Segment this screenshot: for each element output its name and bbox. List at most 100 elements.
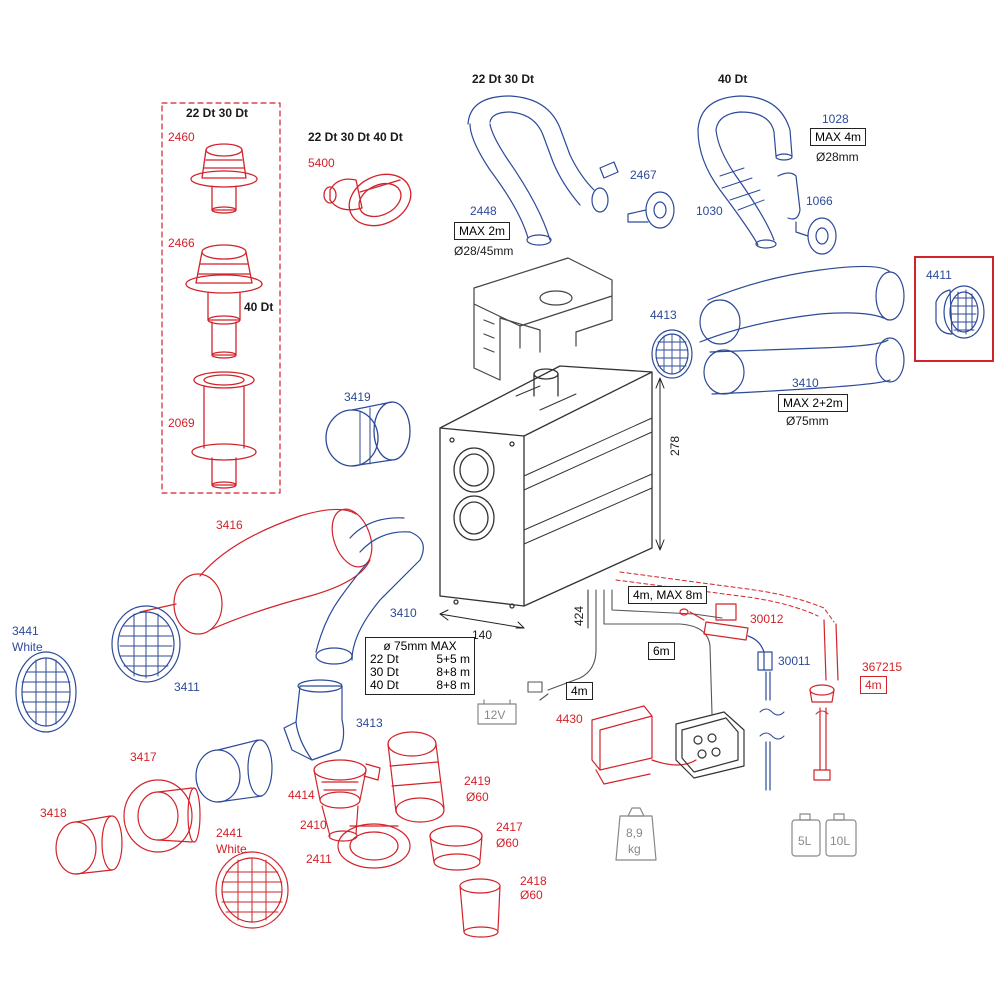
label-tank-5l: 5L	[798, 834, 812, 848]
intake-grille-2441	[215, 851, 289, 929]
part-3441: 3441	[12, 624, 39, 638]
wall-flange-2411	[337, 823, 411, 869]
part-3410-left: 3410	[390, 606, 417, 620]
dim-width-140: 140	[472, 628, 493, 642]
roof-terminal-2466	[185, 244, 263, 359]
heater-body	[439, 365, 653, 609]
part-367215: 367215	[862, 660, 903, 674]
part-4414: 4414	[288, 788, 315, 802]
part-5400: 5400	[308, 156, 335, 170]
warm-air-hose-2448	[467, 95, 609, 246]
part-3418: 3418	[40, 806, 67, 820]
connector-3419	[325, 401, 411, 467]
part-2417: 2417	[496, 820, 523, 834]
part-3441-white: White	[12, 640, 43, 654]
reducer-4414	[313, 759, 381, 809]
pipe-2417	[429, 825, 483, 871]
part-3410-top: 3410	[792, 376, 819, 390]
air-outlet-2467	[599, 161, 675, 229]
part-2410: 2410	[300, 818, 327, 832]
label-40-dt-stack: 40 Dt	[244, 300, 274, 314]
part-2441-white: White	[216, 842, 247, 856]
connector-blue	[195, 739, 273, 803]
label-22-30-dt-stack: 22 Dt 30 Dt	[186, 106, 249, 120]
pipe-2419	[387, 731, 445, 823]
part-30011: 30011	[778, 654, 811, 668]
fuel-pump-30012	[679, 603, 749, 641]
dim-depth-424: 424	[572, 605, 586, 626]
dimension-lines	[439, 377, 665, 629]
box-max-2m: MAX 2m	[454, 222, 511, 240]
label-22-30-40-dt: 22 Dt 30 Dt 40 Dt	[308, 130, 403, 144]
battery-icon	[477, 699, 517, 725]
air-hose-3410-left	[315, 517, 424, 665]
part-2417-diameter: Ø60	[496, 836, 519, 850]
label-22-30-dt-hose: 22 Dt 30 Dt	[472, 72, 535, 86]
part-3419: 3419	[344, 390, 371, 404]
label-40-dt-hose: 40 Dt	[718, 72, 748, 86]
part-2419: 2419	[464, 774, 491, 788]
label-weight-value: 8,9	[626, 826, 643, 840]
part-3411: 3411	[174, 680, 200, 694]
dim-28-45: Ø28/45mm	[454, 244, 514, 258]
elbow-2410	[321, 805, 359, 842]
intake-grille-4413	[651, 329, 693, 379]
air-hose-3410-top	[699, 265, 905, 395]
fuel-line	[615, 571, 835, 623]
mounting-bracket	[473, 257, 613, 381]
part-2441: 2441	[216, 826, 243, 840]
part-1028: 1028	[822, 112, 849, 126]
part-2467: 2467	[630, 168, 657, 182]
silencer-3416	[139, 508, 373, 635]
roof-terminal-2460	[190, 143, 258, 214]
connector-3413	[283, 679, 345, 761]
part-4413: 4413	[650, 308, 677, 322]
roof-terminal-frame	[161, 102, 281, 494]
part-2418: 2418	[520, 874, 547, 888]
pipe-2418	[459, 878, 501, 938]
air-outlet-1066	[795, 217, 837, 255]
part-2419-diameter: Ø60	[466, 790, 489, 804]
part-4411: 4411	[926, 268, 952, 282]
control-unit-4430	[591, 705, 697, 785]
box-4m-cable: 4m	[566, 682, 593, 700]
wall-flange-3417	[123, 779, 201, 853]
part-4430: 4430	[556, 712, 583, 726]
highlight-frame-4411	[914, 256, 994, 362]
box-4m-max-8m: 4m, MAX 8m	[628, 586, 708, 604]
part-2448: 2448	[470, 204, 497, 218]
label-12v: 12V	[484, 708, 506, 722]
fuel-pickup-30011	[747, 635, 785, 791]
control-panel	[675, 711, 745, 779]
part-1030: 1030	[696, 204, 723, 218]
label-tank-10l: 10L	[830, 834, 851, 848]
dim-75: Ø75mm	[786, 414, 829, 428]
part-3416: 3416	[216, 518, 243, 532]
pipe-3418	[55, 815, 123, 875]
part-30012: 30012	[750, 612, 784, 626]
box-4m-fuel: 4m	[860, 676, 887, 694]
part-3417: 3417	[130, 750, 157, 764]
box-6m: 6m	[648, 642, 675, 660]
fuel-tank-icons	[791, 813, 857, 857]
intake-grille-3441	[15, 651, 77, 733]
box-max-2-2m: MAX 2+2m	[778, 394, 848, 412]
air-outlet-grille-4411	[935, 285, 985, 339]
dim-28: Ø28mm	[816, 150, 859, 164]
floor-sleeve-2069	[191, 371, 257, 489]
part-2069: 2069	[168, 416, 195, 430]
warm-air-hose-1030	[697, 95, 801, 249]
part-3413: 3413	[356, 716, 383, 730]
label-weight-unit: kg	[628, 842, 641, 856]
dim-height-278: 278	[668, 435, 682, 456]
part-2460: 2460	[168, 130, 195, 144]
intake-grille-3411	[111, 605, 181, 683]
part-1066: 1066	[806, 194, 833, 208]
tank-fitting-367215	[809, 619, 839, 781]
weight-icon	[615, 807, 657, 861]
